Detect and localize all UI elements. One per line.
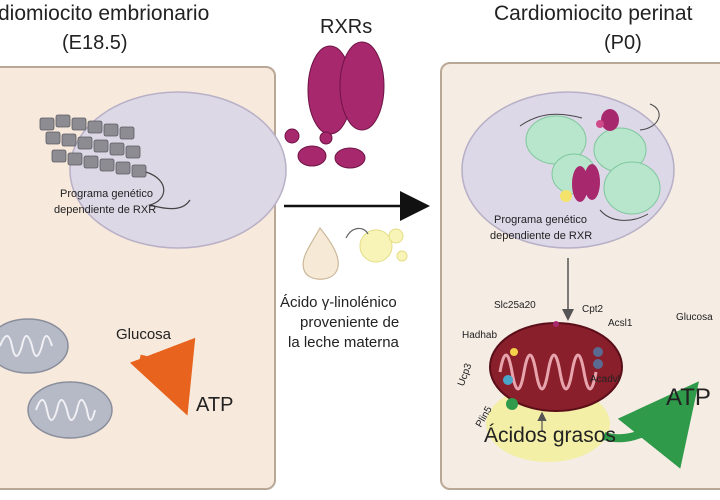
right-atp-label: ATP xyxy=(666,384,711,411)
left-cell-title: diomiocito embrionario xyxy=(0,2,210,25)
right-nucleus-label-1: Programa genético xyxy=(494,214,587,226)
acid-label-line-3: la leche materna xyxy=(288,334,399,351)
uptake-curve xyxy=(345,227,369,239)
gene-label-cpt2: Cpt2 xyxy=(582,304,604,315)
mitochondrion-icon xyxy=(27,381,113,439)
left-glucose-label: Glucosa xyxy=(116,326,172,343)
right-cell-title: Cardiomiocito perinat xyxy=(494,2,693,25)
gene-label-hadhab: Hadhab xyxy=(462,330,498,341)
rxrs-label: RXRs xyxy=(320,16,373,38)
dna-strand xyxy=(145,171,191,210)
milk-drop-icon xyxy=(302,226,339,280)
acid-label-line-2: proveniente de xyxy=(300,314,400,331)
left-nucleus-label-2: dependiente de RXR xyxy=(54,204,157,216)
compacted-chromatin-icon xyxy=(39,114,147,178)
fatty-acids-label: Ácidos grasos xyxy=(484,424,616,447)
gene-label-acadvl: Acadvl xyxy=(590,374,621,385)
fatty-acids-to-atp-arrow xyxy=(602,381,699,469)
glucose-to-atp-arrow xyxy=(129,337,196,416)
left-cell-stage: (E18.5) xyxy=(62,32,128,54)
right-glucose-label: Glucosa xyxy=(676,312,713,323)
lipid-droplets-icon xyxy=(359,228,408,263)
gene-label-slc25a20: Slc25a20 xyxy=(494,300,536,311)
right-cell-stage: (P0) xyxy=(604,32,642,54)
active-mitochondrion-icon xyxy=(489,321,623,412)
acid-label-line-1: Ácido γ-linolénico xyxy=(280,294,397,311)
open-chromatin-complex-icon xyxy=(519,103,661,221)
rxr-dimer-icon xyxy=(284,41,385,169)
right-nucleus-label-2: dependiente de RXR xyxy=(490,230,593,242)
left-atp-label: ATP xyxy=(196,394,234,416)
gene-label-acsl1: Acsl1 xyxy=(608,318,633,329)
left-nucleus-label-1: Programa genético xyxy=(60,188,153,200)
mitochondrion-icon xyxy=(0,318,69,374)
